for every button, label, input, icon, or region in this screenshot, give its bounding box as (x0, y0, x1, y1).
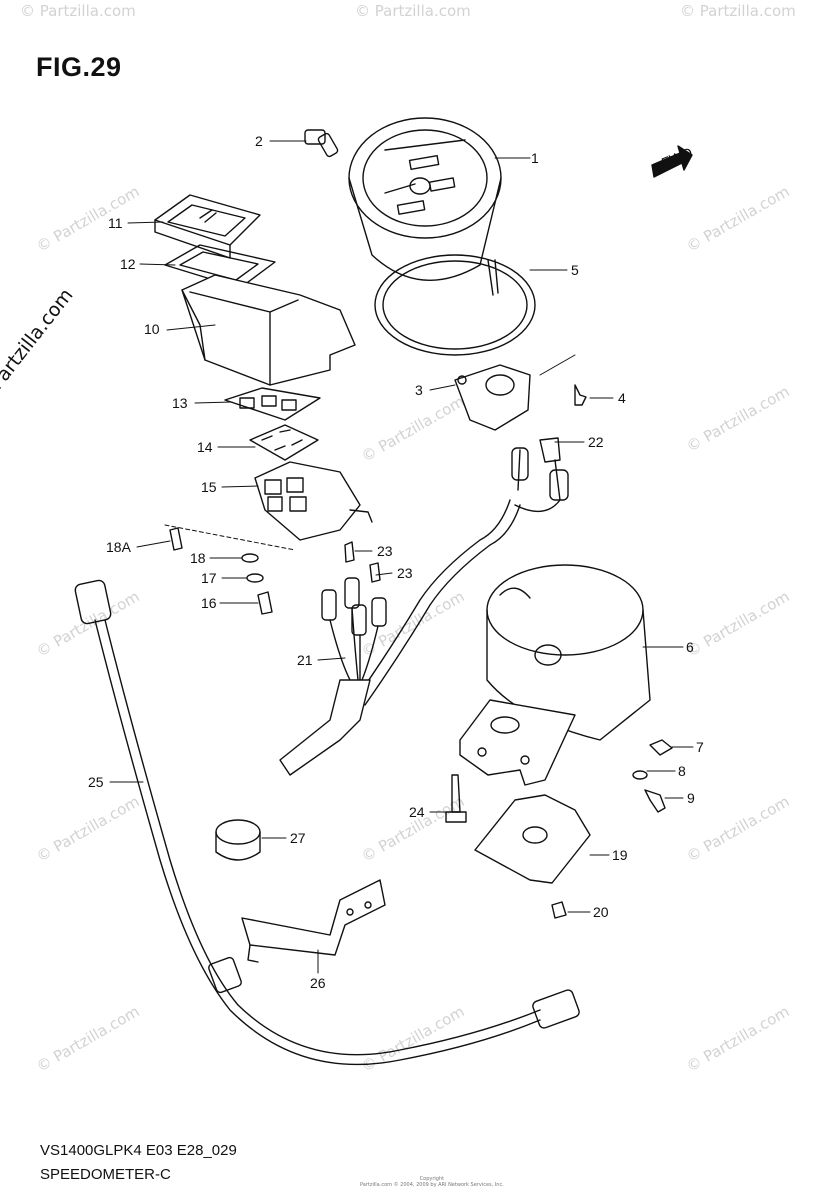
copyright-notice: Copyright Partzilla.com © 2004, 2009 by … (360, 1176, 504, 1188)
nut-part[interactable] (649, 739, 673, 756)
callout-8[interactable]: 8 (678, 763, 686, 779)
bolt-9-part[interactable] (644, 789, 666, 813)
screw-4-part[interactable] (574, 384, 587, 406)
callout-19[interactable]: 19 (612, 847, 628, 863)
callout-15[interactable]: 15 (201, 479, 217, 495)
indicator-housing-part[interactable] (181, 274, 356, 386)
watermark: © Partzilla.com (20, 2, 136, 20)
callout-4[interactable]: 4 (618, 390, 626, 406)
callout-3[interactable]: 3 (415, 382, 423, 398)
lens-cover-part[interactable] (249, 424, 319, 461)
callout-7[interactable]: 7 (696, 739, 704, 755)
figure-title: FIG.29 (36, 52, 122, 82)
cable-clamp-part[interactable] (241, 879, 386, 963)
copyright-line: Partzilla.com © 2004, 2009 by ARI Networ… (360, 1182, 504, 1188)
watermark: © Partzilla.com (355, 2, 471, 20)
sensor-part[interactable] (454, 364, 531, 431)
washer-18-part[interactable] (241, 553, 259, 563)
callout-6[interactable]: 6 (686, 639, 694, 655)
callout-1[interactable]: 1 (531, 150, 539, 166)
callout-11[interactable]: 11 (108, 215, 123, 231)
grommet-part[interactable] (215, 819, 261, 861)
wiring-harness-part[interactable] (279, 437, 569, 776)
callout-26[interactable]: 26 (310, 975, 326, 991)
callout-25[interactable]: 25 (88, 774, 104, 790)
model-code: VS1400GLPK4 E03 E28_029 (40, 1142, 237, 1159)
callout-10[interactable]: 10 (144, 321, 160, 337)
callout-20[interactable]: 20 (593, 904, 609, 920)
speedometer-cable-part[interactable] (74, 579, 580, 1066)
washer-part[interactable] (632, 770, 648, 780)
screw-20-part[interactable] (551, 901, 567, 919)
callout-27[interactable]: 27 (290, 830, 306, 846)
meter-case-part[interactable] (459, 564, 651, 786)
damper-part[interactable] (474, 794, 591, 884)
callout-22[interactable]: 22 (588, 434, 604, 450)
washer-17-part[interactable] (246, 573, 264, 583)
lens-plate-part[interactable] (224, 387, 321, 421)
callout-16[interactable]: 16 (201, 595, 217, 611)
callout-9[interactable]: 9 (687, 790, 695, 806)
diagram-name: SPEEDOMETER-C (40, 1166, 171, 1183)
callout-12[interactable]: 12 (120, 256, 136, 272)
callout-14[interactable]: 14 (197, 439, 213, 455)
socket-housing-part[interactable] (254, 461, 373, 541)
bolt-24-part[interactable] (445, 774, 467, 823)
gasket-part[interactable] (374, 254, 536, 356)
indicator-lens-part[interactable] (154, 194, 261, 259)
callout-18[interactable]: 18 (190, 550, 206, 566)
callout-5[interactable]: 5 (571, 262, 579, 278)
screw-16-part[interactable] (257, 591, 273, 615)
bulb-part[interactable] (304, 129, 339, 158)
callout-21[interactable]: 21 (297, 652, 313, 668)
callout-23b[interactable]: 23 (397, 565, 413, 581)
watermark: © Partzilla.com (680, 2, 796, 20)
fwd-arrow-icon (651, 145, 693, 178)
fwd-label: FWD (659, 144, 695, 171)
callout-18a[interactable]: 18A (106, 539, 132, 555)
callout-17[interactable]: 17 (201, 570, 217, 586)
callout-23a[interactable]: 23 (377, 543, 393, 559)
callout-13[interactable]: 13 (172, 395, 188, 411)
copyright-line: Copyright (419, 1176, 445, 1182)
speedometer-part[interactable] (348, 117, 502, 296)
callout-2[interactable]: 2 (255, 133, 263, 149)
callout-24[interactable]: 24 (409, 804, 425, 820)
screw-18A-part[interactable] (169, 527, 183, 551)
